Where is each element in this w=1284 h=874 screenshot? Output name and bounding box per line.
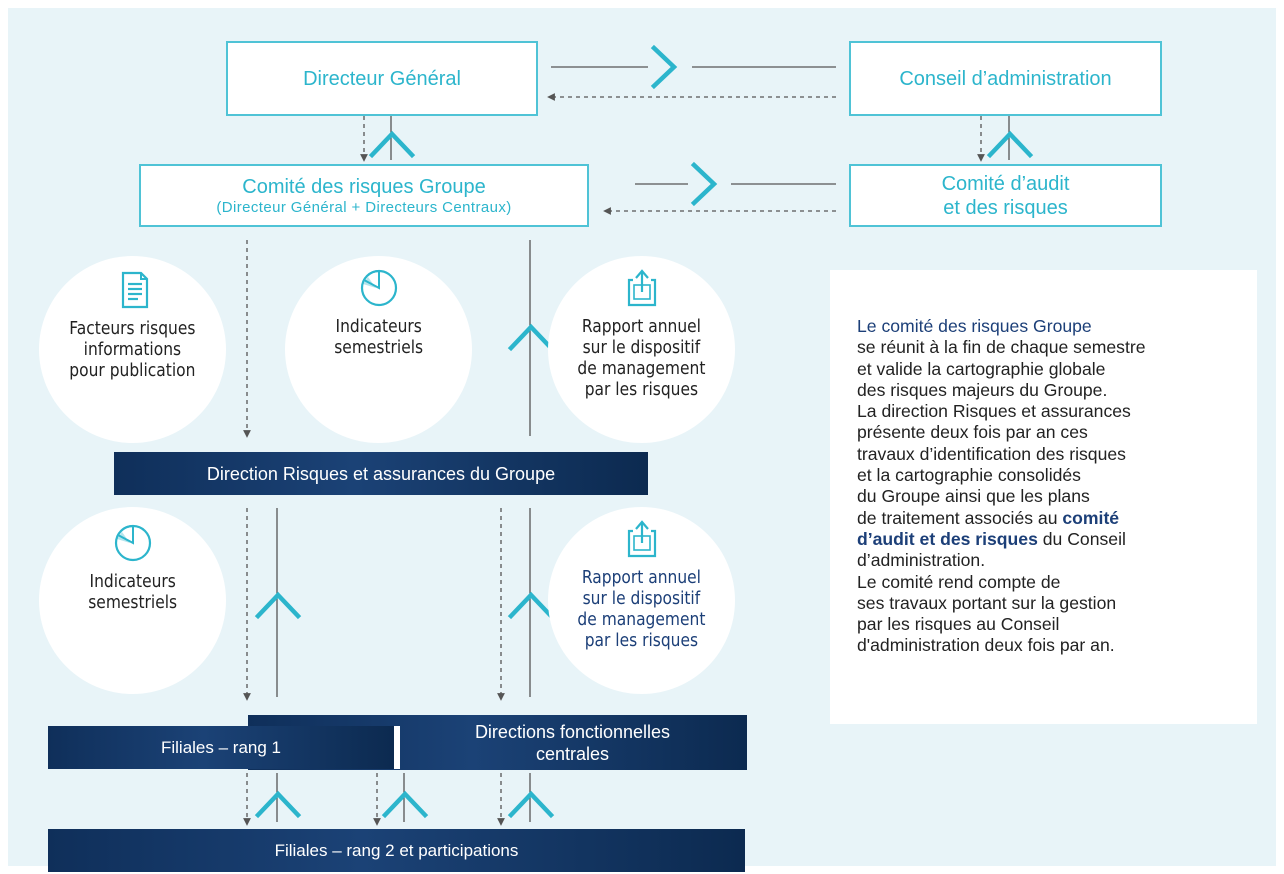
circle-rapport-top-label: Rapport annuel sur le dispositif de mana… bbox=[577, 316, 706, 400]
pie-chart-icon bbox=[360, 269, 397, 307]
export-icon bbox=[627, 269, 656, 307]
description-line: d’administration. bbox=[857, 550, 986, 571]
description-line: du Groupe ainsi que les plans bbox=[857, 486, 1090, 507]
chevron-up-icon bbox=[507, 323, 555, 352]
description-line: présente deux fois par an ces bbox=[857, 422, 1088, 443]
node-comite-audit: Comité d’audit et des risques bbox=[849, 164, 1162, 227]
description-title: Le comité des risques Groupe bbox=[857, 316, 1092, 336]
node-comite-risques-line1: Comité des risques Groupe bbox=[242, 175, 486, 198]
chevron-up-icon bbox=[381, 790, 429, 819]
node-filiales-rang1: Filiales – rang 1 bbox=[48, 726, 400, 769]
description-line: et valide la cartographie globale bbox=[857, 358, 1106, 379]
node-comite-audit-line1: Comité d’audit bbox=[941, 172, 1070, 195]
circle-rapport-bottom: Rapport annuel sur le dispositif de mana… bbox=[548, 507, 735, 694]
chevron-up-icon bbox=[254, 591, 302, 620]
description-line: La direction Risques et assurances bbox=[857, 401, 1131, 422]
node-filiales-rang2: Filiales – rang 2 et participations bbox=[48, 829, 745, 872]
node-conseil-label: Conseil d’administration bbox=[899, 67, 1112, 90]
node-comite-risques-line2: (Directeur Général + Directeurs Centraux… bbox=[216, 198, 512, 216]
description-highlight: comité bbox=[1062, 507, 1120, 528]
circle-indicateurs-top: Indicateurs semestriels bbox=[285, 256, 472, 443]
chevron-up-icon bbox=[368, 130, 416, 159]
node-directeur-general: Directeur Général bbox=[226, 41, 538, 116]
circle-facteurs-risques: Facteurs risques informations pour publi… bbox=[39, 256, 226, 443]
chevron-up-icon bbox=[254, 790, 302, 819]
description-text: du Conseil bbox=[1037, 528, 1126, 549]
chevron-right-icon bbox=[650, 44, 678, 90]
description-line: travaux d’identification des risques bbox=[857, 443, 1126, 464]
circle-facteurs-label: Facteurs risques informations pour publi… bbox=[69, 318, 196, 381]
chevron-up-icon bbox=[507, 591, 555, 620]
description-line: et la cartographie consolidés bbox=[857, 465, 1081, 486]
circle-indicateurs-bottom: Indicateurs semestriels bbox=[39, 507, 226, 694]
circle-indicateurs-bottom-label: Indicateurs semestriels bbox=[88, 571, 177, 613]
node-dfc-line2: centrales bbox=[535, 743, 610, 764]
description-panel: Le comité des risques Groupe se réunit à… bbox=[830, 270, 1257, 724]
description-line: des risques majeurs du Groupe. bbox=[857, 379, 1108, 400]
export-icon bbox=[627, 520, 656, 558]
node-filiales-rang1-label: Filiales – rang 1 bbox=[160, 737, 281, 757]
description-text: de traitement associés au bbox=[857, 507, 1063, 528]
node-direction-risques: Direction Risques et assurances du Group… bbox=[114, 452, 648, 495]
description-line: d'administration deux fois par an. bbox=[857, 635, 1115, 656]
chevron-right-icon bbox=[690, 161, 718, 207]
description-line: de traitement associés au comité bbox=[857, 508, 1257, 529]
node-comite-risques: Comité des risques Groupe (Directeur Gén… bbox=[139, 164, 589, 227]
node-filiales-rang2-label: Filiales – rang 2 et participations bbox=[274, 840, 519, 860]
chevron-up-icon bbox=[986, 130, 1034, 159]
node-conseil-administration: Conseil d’administration bbox=[849, 41, 1162, 116]
circle-rapport-bottom-label: Rapport annuel sur le dispositif de mana… bbox=[577, 567, 706, 651]
circle-rapport-top: Rapport annuel sur le dispositif de mana… bbox=[548, 256, 735, 443]
chevron-up-icon bbox=[507, 790, 555, 819]
document-icon bbox=[121, 271, 148, 309]
description-line: se réunit à la fin de chaque semestre bbox=[857, 337, 1146, 358]
node-direction-risques-label: Direction Risques et assurances du Group… bbox=[206, 463, 556, 484]
node-directeur-general-label: Directeur Général bbox=[303, 67, 461, 90]
description-line: par les risques au Conseil bbox=[857, 614, 1060, 635]
description-line: d’audit et des risques du Conseil bbox=[857, 529, 1257, 550]
node-dfc-line1: Directions fonctionnelles bbox=[474, 721, 671, 742]
description-highlight: d’audit et des risques bbox=[857, 528, 1038, 549]
node-comite-audit-line2: et des risques bbox=[943, 196, 1068, 219]
circle-indicateurs-top-label: Indicateurs semestriels bbox=[334, 316, 423, 358]
pie-chart-icon bbox=[114, 524, 151, 562]
description-line: ses travaux portant sur la gestion bbox=[857, 592, 1117, 613]
description-line: Le comité rend compte de bbox=[857, 571, 1061, 592]
